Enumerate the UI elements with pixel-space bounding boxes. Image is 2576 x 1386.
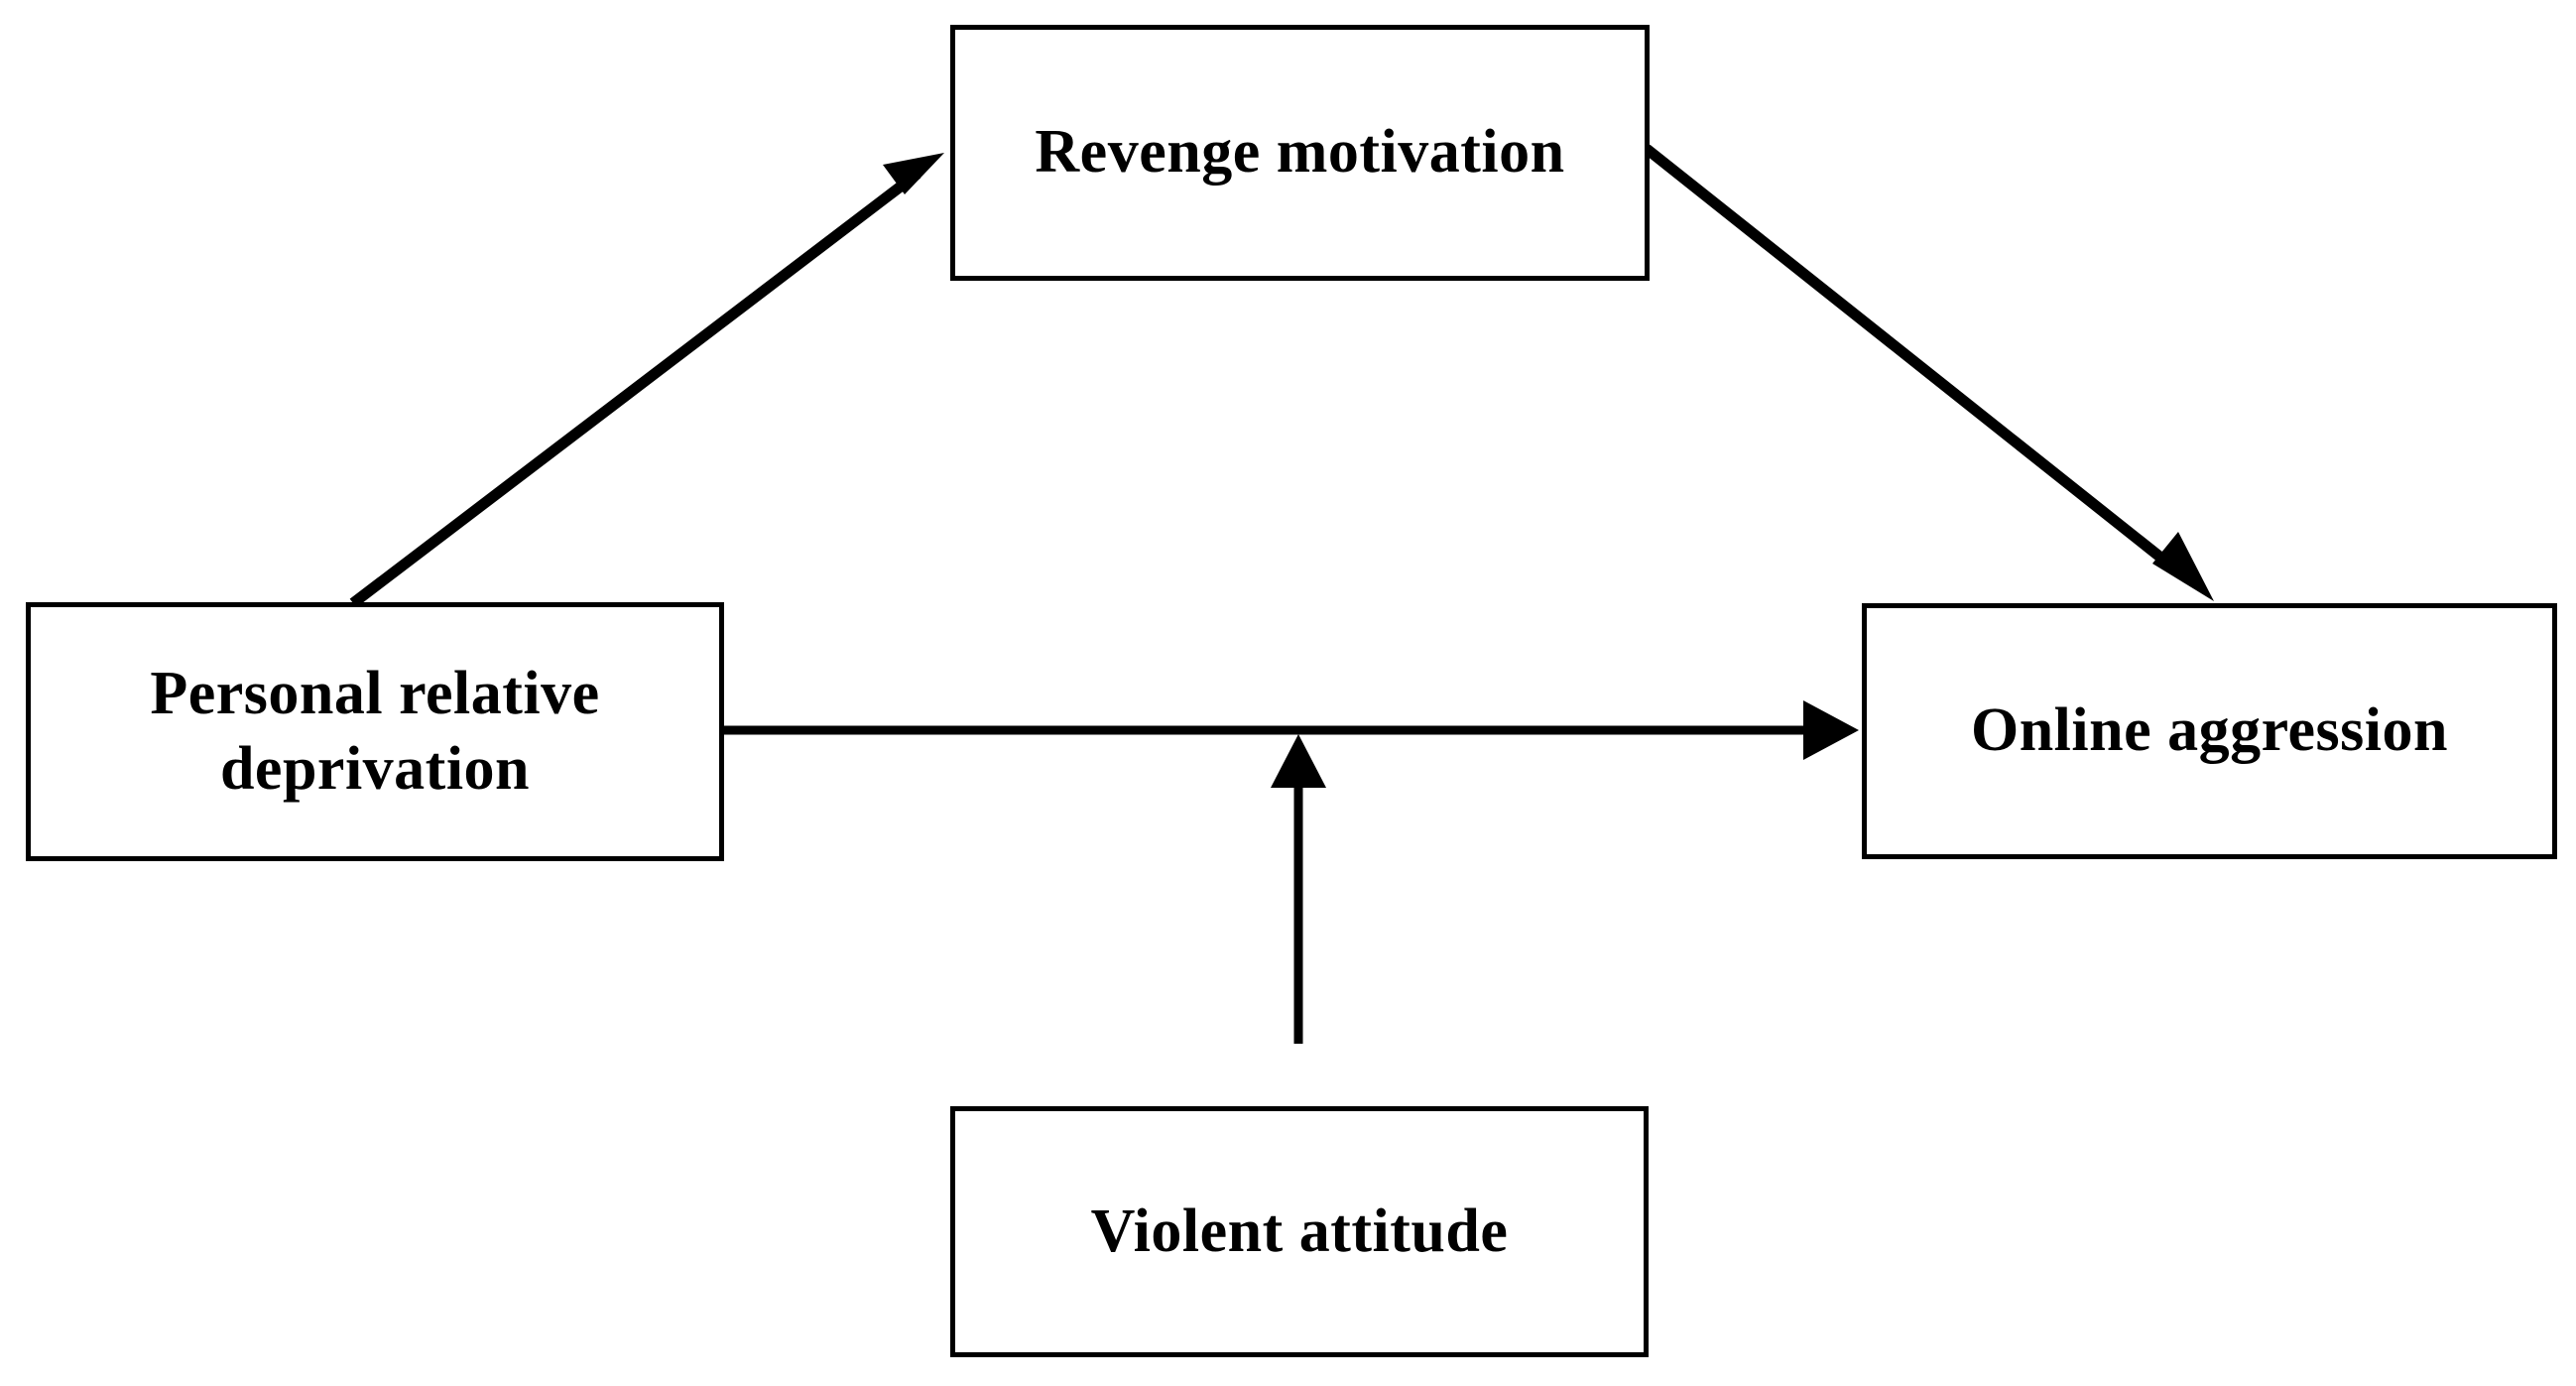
node-violent-attitude-label: Violent attitude xyxy=(1090,1197,1509,1265)
node-personal-relative-deprivation-label: Personal relative deprivation xyxy=(150,659,600,803)
node-online-aggression[interactable]: Online aggression xyxy=(1862,603,2557,859)
edge-revenge-motivation-to-online-aggression xyxy=(1643,144,2214,601)
node-violent-attitude[interactable]: Violent attitude xyxy=(950,1106,1649,1357)
edge-prd-to-revenge-motivation xyxy=(349,153,944,608)
edge-violent-attitude-to-direct-path xyxy=(1271,734,1326,1044)
node-online-aggression-label: Online aggression xyxy=(1970,696,2449,765)
node-personal-relative-deprivation[interactable]: Personal relative deprivation xyxy=(26,602,724,861)
node-revenge-motivation[interactable]: Revenge motivation xyxy=(950,25,1650,281)
edge-prd-to-online-aggression xyxy=(724,700,1859,760)
node-revenge-motivation-label: Revenge motivation xyxy=(1035,118,1565,187)
